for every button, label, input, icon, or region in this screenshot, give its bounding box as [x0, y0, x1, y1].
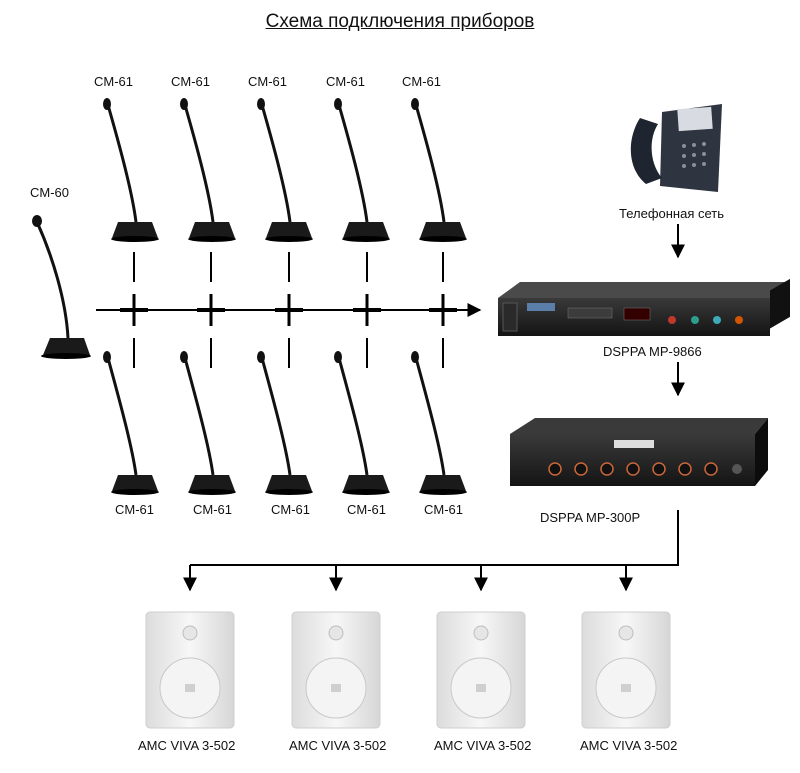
- gooseneck-microphone: [257, 351, 313, 495]
- chairman-mic-label: CM-60: [30, 185, 70, 200]
- bus-junction: [197, 252, 225, 368]
- bottom-mic-label: CM-61: [193, 502, 233, 517]
- amplifier-label: DSPPA MP-300P: [540, 510, 641, 525]
- gooseneck-microphone: [32, 215, 91, 359]
- gooseneck-microphone: [180, 98, 236, 242]
- top-mic-label: CM-61: [402, 74, 442, 89]
- speaker-label: AMC VIVA 3-502: [138, 738, 236, 753]
- bottom-mic-label: CM-61: [347, 502, 387, 517]
- top-mic-label: CM-61: [94, 74, 134, 89]
- wall-speaker: [291, 611, 381, 729]
- bottom-mic-label: CM-61: [115, 502, 155, 517]
- top-mic-label: CM-61: [326, 74, 366, 89]
- top-mic-label: CM-61: [171, 74, 211, 89]
- gooseneck-microphone: [257, 98, 313, 242]
- bus-junction: [429, 252, 457, 368]
- speaker-label: AMC VIVA 3-502: [289, 738, 387, 753]
- amplifier-device: [510, 418, 768, 486]
- wall-speaker: [436, 611, 526, 729]
- gooseneck-microphone: [334, 351, 390, 495]
- mixer-device: [498, 278, 790, 336]
- gooseneck-microphone: [103, 98, 159, 242]
- top-mic-label: CM-61: [248, 74, 288, 89]
- bottom-mic-label: CM-61: [271, 502, 311, 517]
- bus-junction: [120, 252, 148, 368]
- speaker-label: AMC VIVA 3-502: [434, 738, 532, 753]
- phone-network-label: Телефонная сеть: [619, 206, 725, 221]
- gooseneck-microphone: [334, 98, 390, 242]
- diagram-title: Схема подключения приборов: [265, 11, 535, 32]
- wall-speaker: [581, 611, 671, 729]
- gooseneck-microphone: [411, 98, 467, 242]
- desk-phone-icon: [630, 104, 722, 192]
- bus-junction: [353, 252, 381, 368]
- wall-speaker: [145, 611, 235, 729]
- gooseneck-microphone: [180, 351, 236, 495]
- mixer-label: DSPPA MP-9866: [603, 344, 702, 359]
- bus-junction: [275, 252, 303, 368]
- speaker-label: AMC VIVA 3-502: [580, 738, 678, 753]
- bottom-mic-label: CM-61: [424, 502, 464, 517]
- gooseneck-microphone: [103, 351, 159, 495]
- speaker-distribution-lines: [183, 510, 679, 592]
- gooseneck-microphone: [411, 351, 467, 495]
